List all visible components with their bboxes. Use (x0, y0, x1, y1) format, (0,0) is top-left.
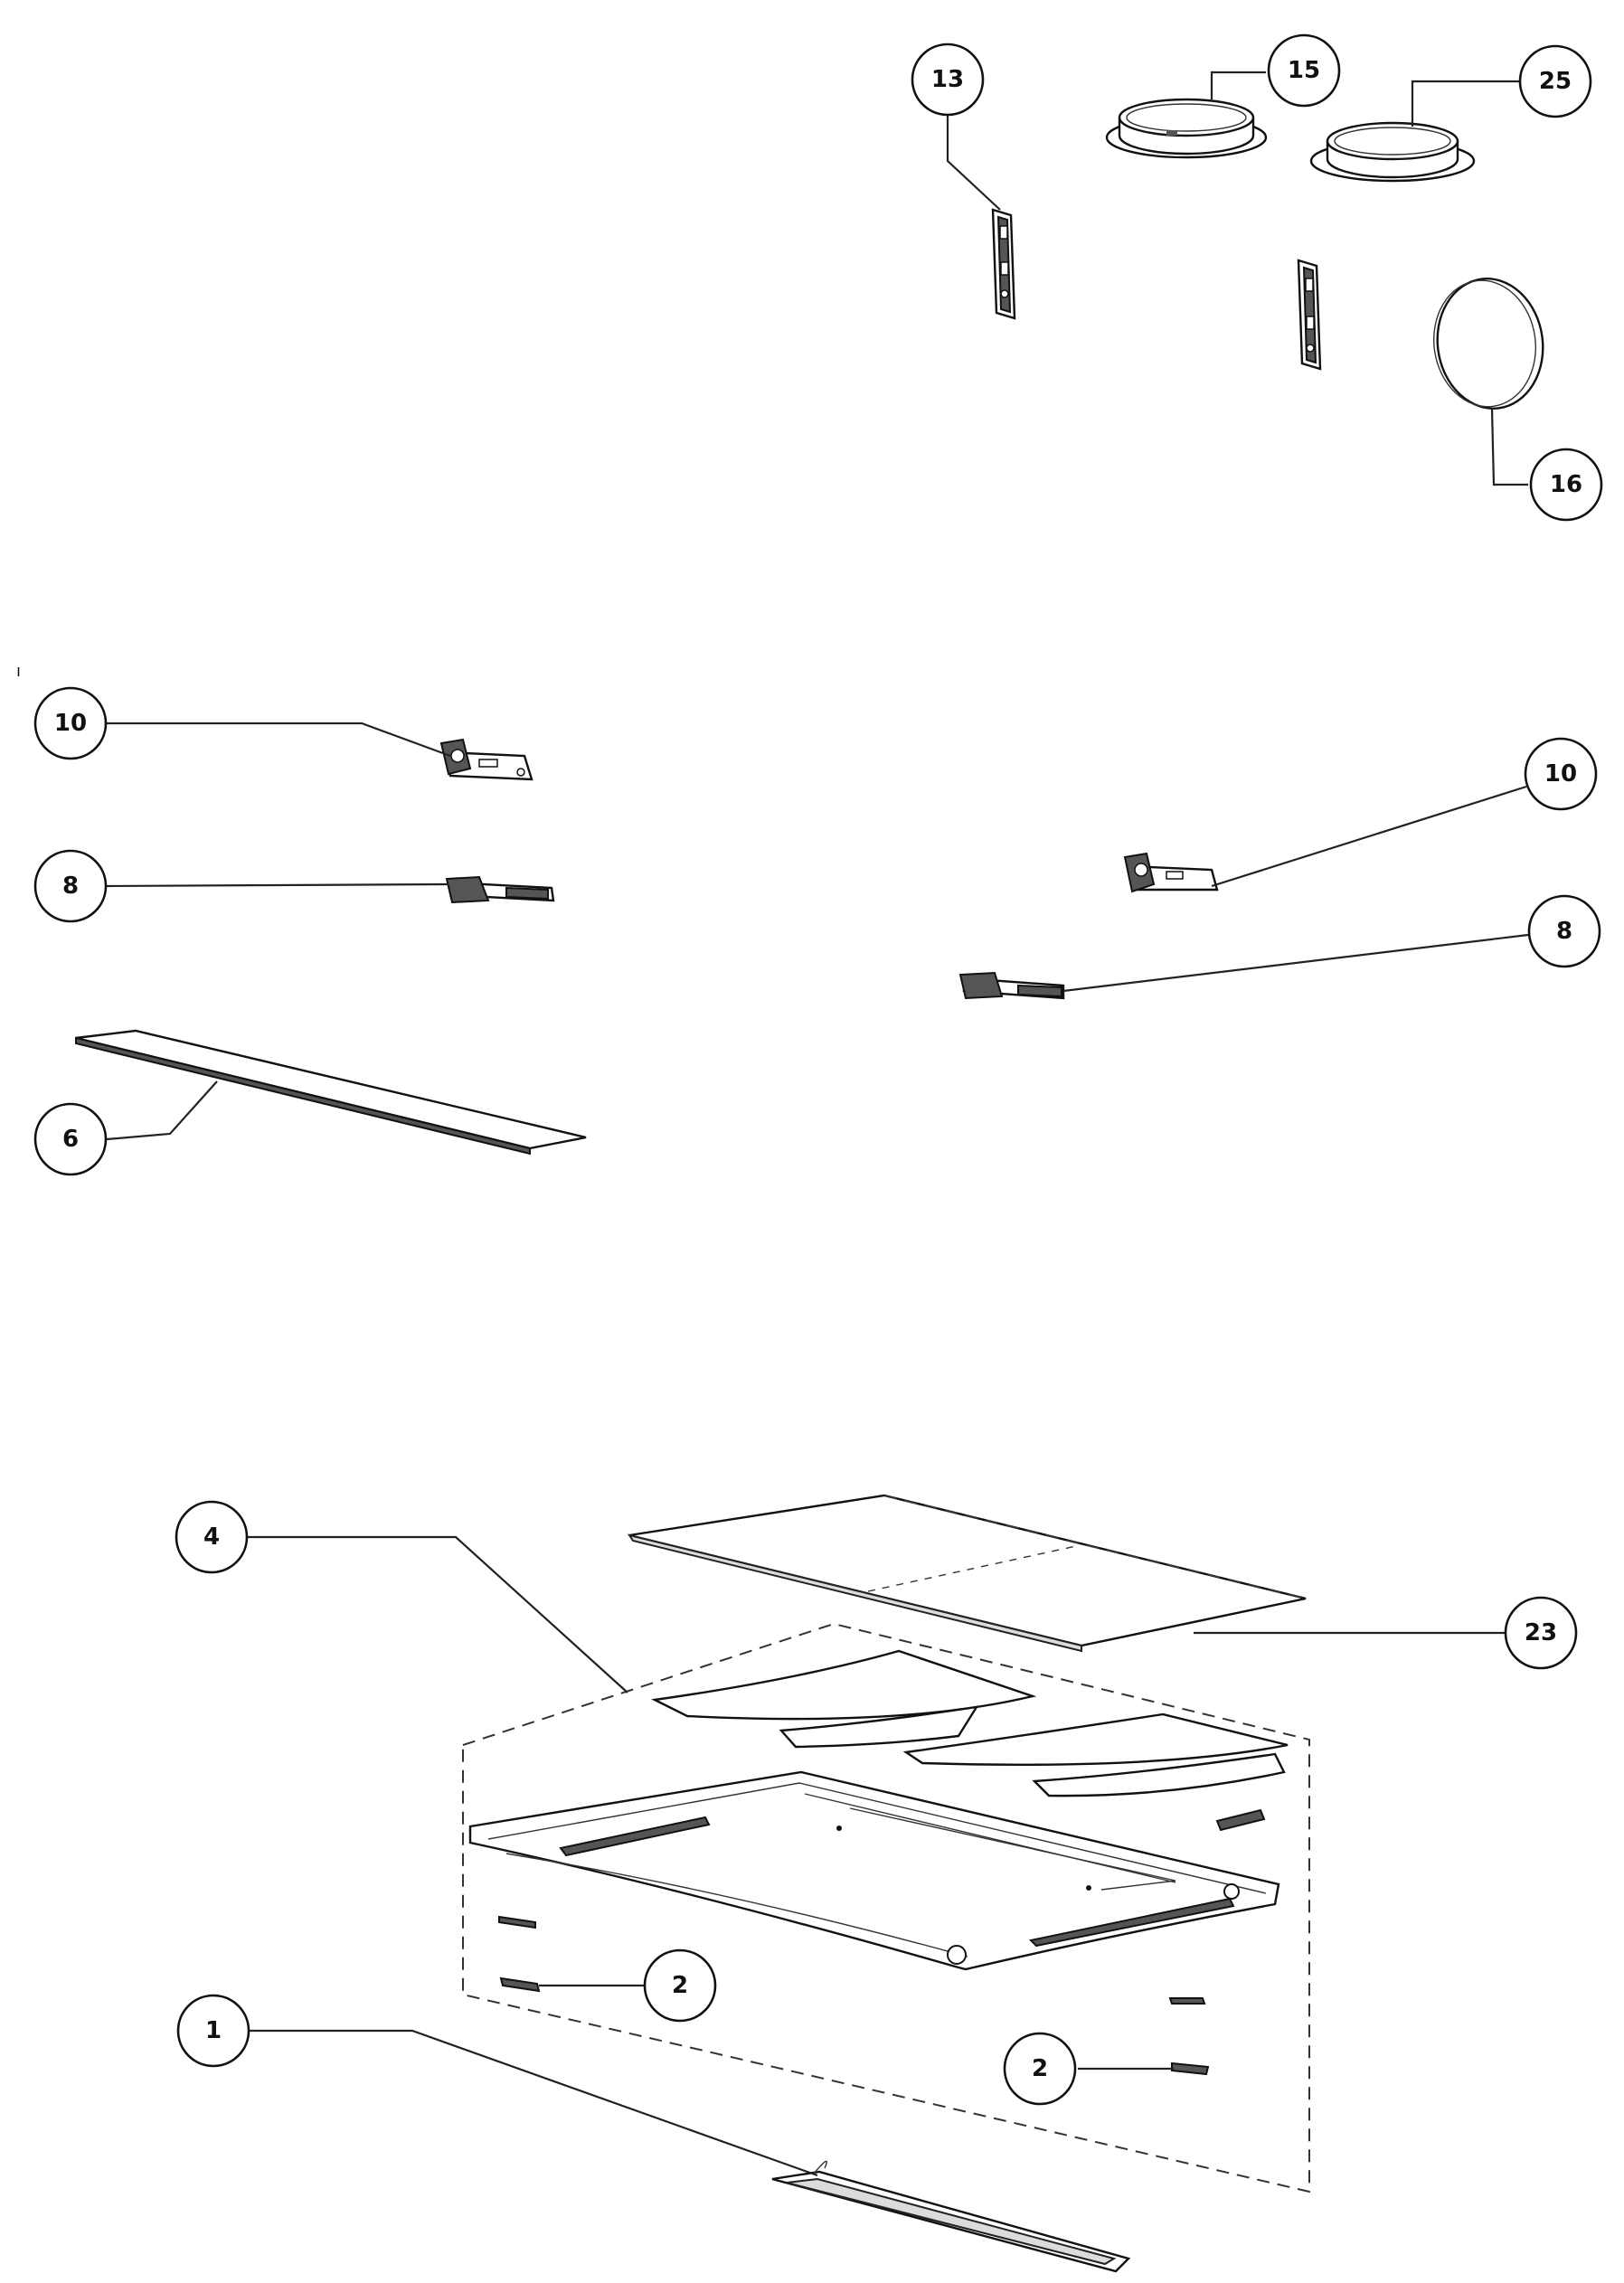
stray-mark: ı (16, 662, 21, 680)
leader-4 (248, 1535, 628, 1693)
callout-label: 10 (54, 710, 87, 737)
callout-c13: 13 (911, 42, 985, 117)
part-23-glass-panel (627, 1494, 1307, 1653)
callout-label: 15 (1288, 57, 1320, 84)
callout-c2a: 2 (643, 1948, 717, 2023)
leader-25 (1411, 80, 1521, 127)
callout-label: 4 (203, 1524, 220, 1551)
callout-c10b: 10 (1524, 737, 1598, 811)
callout-c16: 16 (1529, 448, 1603, 522)
part-6-strip (75, 1029, 587, 1156)
assembly-4-envelope (462, 1622, 1310, 2193)
filter-pads (651, 1649, 1289, 1797)
clip-parts (498, 1808, 1266, 2076)
leader-8-right (1062, 933, 1529, 993)
part-bracket-2 (1297, 259, 1322, 371)
callout-c1: 1 (176, 1994, 250, 2068)
part-25-ring (1309, 121, 1476, 183)
leader-15 (1210, 71, 1266, 99)
callout-label: 2 (672, 1972, 688, 1999)
part-8-pin-left (445, 875, 555, 904)
part-8-pin-right (958, 971, 1065, 1000)
leader-6 (106, 1080, 218, 1141)
callout-c23: 23 (1504, 1596, 1578, 1670)
part-10-hinge-left (439, 738, 533, 781)
part-1-handle (771, 2160, 1131, 2273)
callout-label: 8 (62, 873, 79, 900)
part-15-ring (1105, 98, 1268, 159)
callout-c6: 6 (33, 1102, 108, 1176)
callout-label: 23 (1525, 1619, 1557, 1646)
callout-label: 6 (62, 1126, 79, 1153)
leader-8-left (106, 882, 449, 888)
callout-label: 8 (1556, 918, 1572, 945)
callout-label: 10 (1544, 760, 1577, 788)
leader-16 (1490, 408, 1528, 486)
callout-label: 2 (1032, 2055, 1048, 2082)
callout-label: 16 (1550, 471, 1582, 498)
callout-c8b: 8 (1527, 894, 1601, 968)
callout-c25: 25 (1518, 44, 1592, 118)
callout-c2b: 2 (1003, 2032, 1077, 2106)
leader-13 (946, 107, 1001, 211)
callout-label: 1 (205, 2017, 222, 2044)
part-16-filter-disc (1432, 278, 1544, 410)
callout-c15: 15 (1267, 33, 1341, 108)
callout-c4: 4 (175, 1500, 249, 1574)
callout-c8a: 8 (33, 849, 108, 923)
leader-1 (248, 2029, 818, 2177)
leader-10-right (1211, 785, 1527, 888)
part-10-hinge-right (1123, 852, 1219, 893)
part-13-bracket (991, 208, 1016, 320)
leader-10-left (107, 722, 451, 758)
callout-label: 25 (1539, 68, 1572, 95)
callout-c10a: 10 (33, 686, 108, 760)
callout-label: 13 (931, 66, 964, 93)
part-4-frame (468, 1770, 1280, 1971)
